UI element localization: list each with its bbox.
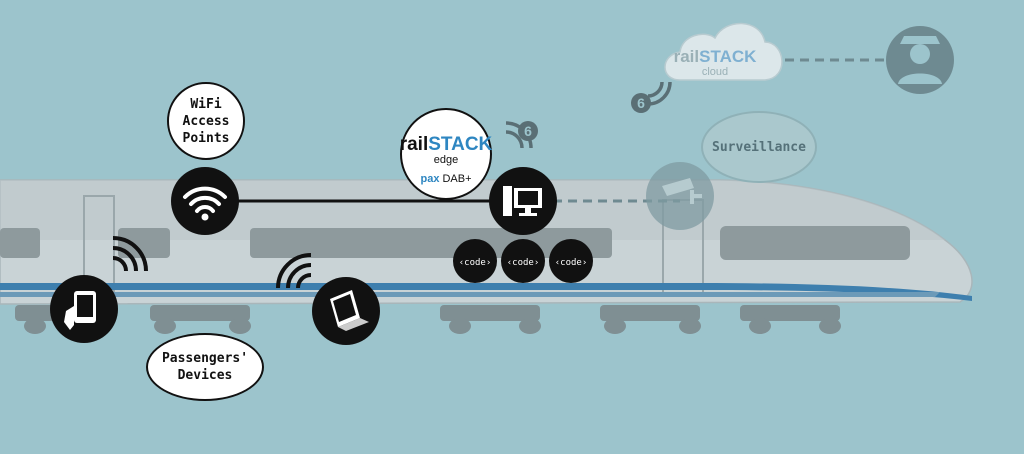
surveillance-text: Surveillance	[712, 139, 806, 155]
tablet-in-hand-icon	[64, 291, 96, 330]
signal-waves-icon	[112, 236, 148, 272]
train-windows	[0, 226, 910, 260]
train-stripe	[0, 283, 972, 301]
wifi-label-line1: WiFi	[190, 96, 222, 112]
code-node: ‹code›	[501, 239, 545, 283]
railstack-cloud	[664, 22, 783, 81]
desktop-computer-icon	[503, 186, 542, 216]
cctv-camera-icon	[662, 178, 702, 204]
tablet-node	[50, 275, 118, 343]
code-label: ‹code›	[459, 258, 492, 268]
signal-waves-icon	[276, 253, 312, 289]
signal-6g-icon: 6	[631, 81, 672, 113]
laptop-icon	[330, 290, 369, 331]
train-lower-stripe	[0, 292, 940, 297]
passengers-label-line1: Passengers'	[161, 351, 249, 366]
code-label: ‹code›	[555, 258, 588, 268]
laptop-node	[312, 277, 380, 345]
edge-logo-sub: edge	[434, 154, 458, 166]
wifi-label-line2: Access	[182, 113, 230, 129]
cloud-logo-sub: cloud	[702, 66, 728, 78]
surveillance-label: Surveillance	[701, 111, 817, 183]
train-bogies	[15, 305, 841, 334]
signal-6g-icon: 6	[505, 121, 538, 149]
wifi-label-line3: Points	[182, 130, 230, 146]
passengers-label-line2: Devices	[177, 368, 233, 383]
cloud-logo: railSTACK	[674, 47, 758, 66]
code-node: ‹code›	[453, 239, 497, 283]
conductor-icon	[886, 26, 954, 94]
passengers-devices-label: Passengers' Devices	[146, 333, 264, 401]
wifi-node	[171, 167, 239, 235]
wifi-access-points-label: WiFi Access Points	[167, 82, 245, 160]
camera-node	[646, 162, 714, 230]
badge-number: 6	[637, 95, 645, 111]
edge-node	[489, 167, 557, 235]
edge-logo: railSTACK	[400, 134, 493, 155]
badge-number: 6	[524, 123, 532, 139]
wifi-icon	[183, 186, 227, 213]
code-node: ‹code›	[549, 239, 593, 283]
code-label: ‹code›	[507, 258, 540, 268]
